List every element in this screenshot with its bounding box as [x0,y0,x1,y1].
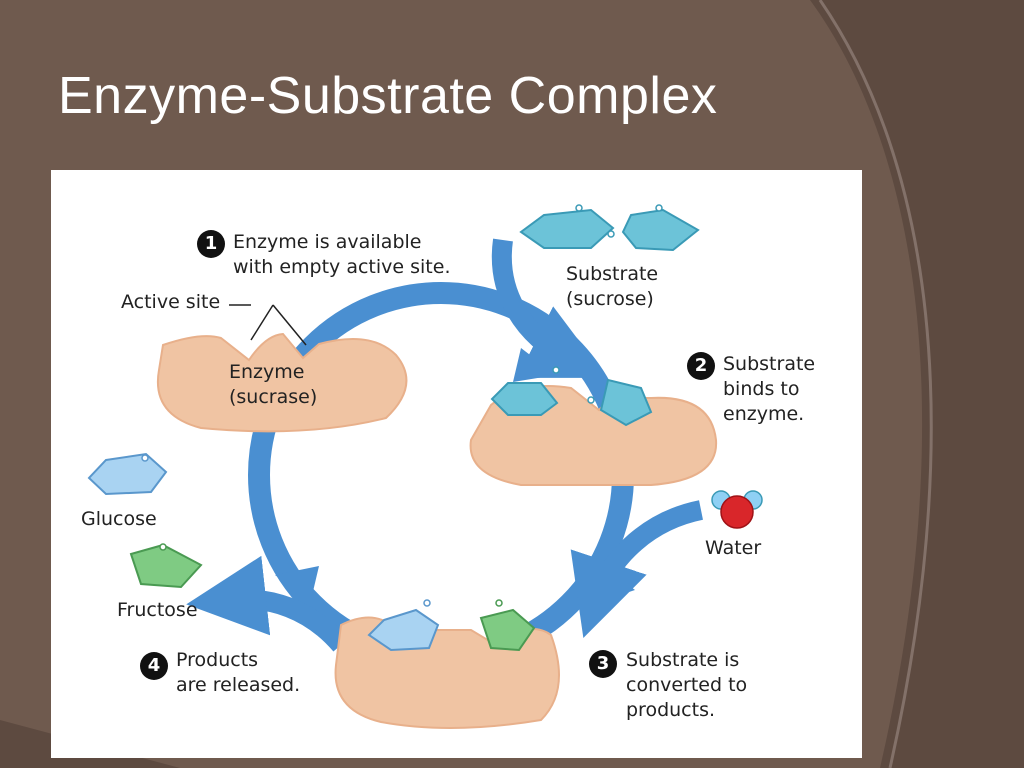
step-2-text: Substrate binds to enzyme. [723,352,815,427]
sucrose-glucose-ring [521,210,613,248]
active-site-label: Active site [121,290,220,315]
active-site-pointer-left [251,305,273,340]
step-badge-1: 1 [197,230,225,258]
substrate-label: Substrate (sucrose) [566,262,658,312]
step-badge-2: 2 [687,352,715,380]
sucrose-fructose-ring [623,210,698,250]
water-label: Water [705,536,761,561]
released-glucose [89,454,166,494]
fructose-label: Fructose [117,598,198,623]
step-badge-4: 4 [140,652,168,680]
slide-title: Enzyme-Substrate Complex [58,66,717,126]
released-fructose [131,545,201,587]
glucose-label: Glucose [81,507,157,532]
step-3-text: Substrate is converted to products. [626,648,747,723]
water-oxygen [721,496,753,528]
diagram-panel: 1 2 3 4 Enzyme is available with empty a… [51,170,862,758]
step-badge-3: 3 [589,650,617,678]
step-1-text: Enzyme is available with empty active si… [233,230,451,280]
enzyme-label: Enzyme (sucrase) [229,360,317,410]
step-4-text: Products are released. [176,648,300,698]
